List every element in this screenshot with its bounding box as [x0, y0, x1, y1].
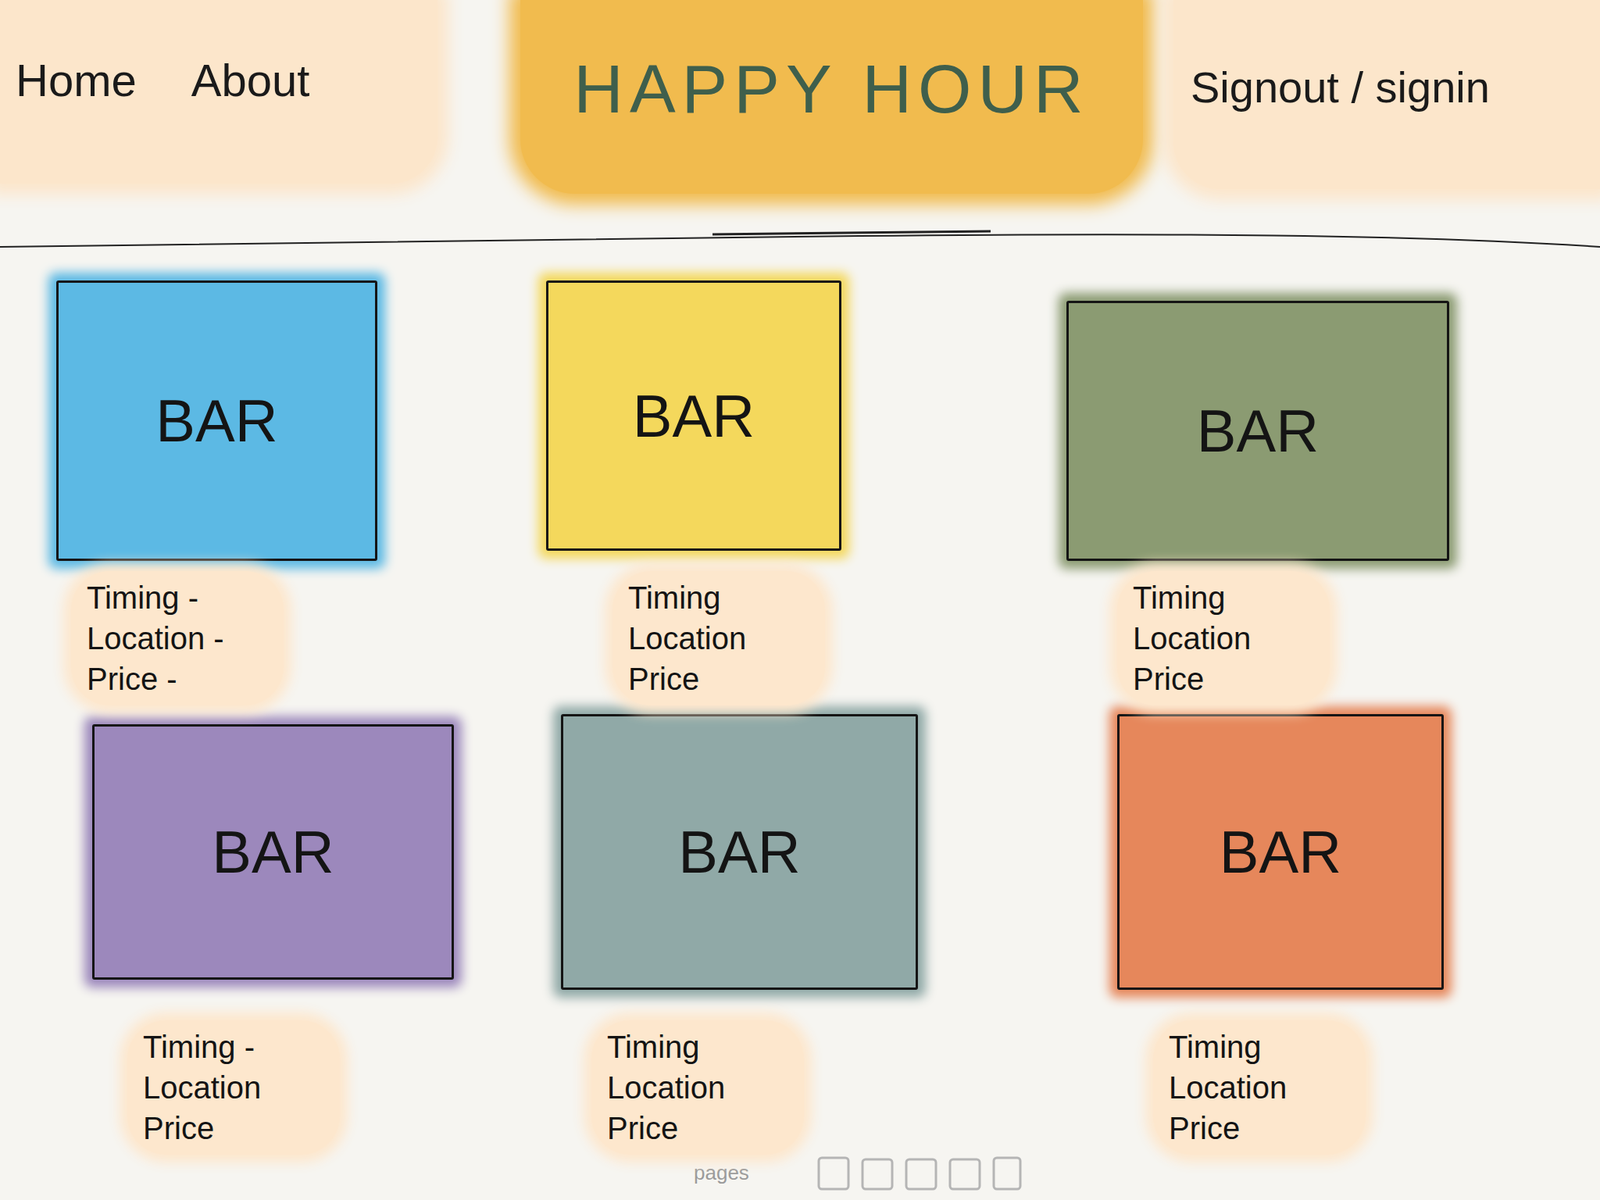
bar-name: BAR: [211, 817, 334, 886]
auth-panel: Signout / signin: [1173, 0, 1600, 190]
bar-details-card: Timing Location Price: [1117, 571, 1330, 706]
bar-name: BAR: [1219, 817, 1342, 886]
bar-card: BAR: [56, 280, 378, 561]
page-box: [862, 1159, 893, 1190]
header-divider-accent: [712, 231, 991, 235]
bar-card: BAR: [92, 724, 454, 980]
page-label: pages: [693, 1160, 750, 1186]
bar-details-card: Timing - Location Price: [127, 1020, 340, 1155]
bar-name: BAR: [155, 386, 278, 455]
bar-name: BAR: [1196, 396, 1319, 465]
nav-link: Home: [15, 53, 137, 107]
bar-details: Timing Location Price: [1168, 1026, 1349, 1149]
bar-details-card: Timing Location Price: [1153, 1020, 1366, 1155]
page-box: [818, 1157, 849, 1190]
bar-card: BAR: [1117, 714, 1444, 990]
title-banner: HAPPY HOUR: [520, 0, 1143, 194]
bar-details: Timing - Location Price: [142, 1026, 323, 1149]
bar-card: BAR: [546, 280, 842, 551]
page-box: [906, 1159, 936, 1190]
bar-details: Timing - Location - Price -: [86, 577, 267, 700]
bar-details-card: Timing Location Price: [591, 1020, 804, 1155]
nav-link: About: [191, 53, 311, 107]
bar-card: BAR: [1066, 300, 1450, 561]
site-title: HAPPY HOUR: [573, 49, 1090, 129]
bar-name: BAR: [678, 817, 800, 886]
header-divider: [0, 234, 1600, 247]
bar-details: Timing Location Price: [1132, 577, 1313, 700]
bar-card: BAR: [560, 714, 918, 990]
bar-details-card: Timing - Location - Price -: [71, 571, 284, 706]
page-box: [950, 1159, 980, 1190]
bar-details: Timing Location Price: [607, 1026, 787, 1149]
bar-details: Timing Location Price: [628, 577, 808, 700]
bar-name: BAR: [632, 382, 755, 450]
auth-link: Signout / signin: [1190, 61, 1490, 113]
pagination-boxes: [818, 1157, 1021, 1190]
nav-bar: Home About: [0, 0, 438, 184]
bar-details-card: Timing Location Price: [612, 571, 825, 706]
page-box: [993, 1157, 1021, 1190]
